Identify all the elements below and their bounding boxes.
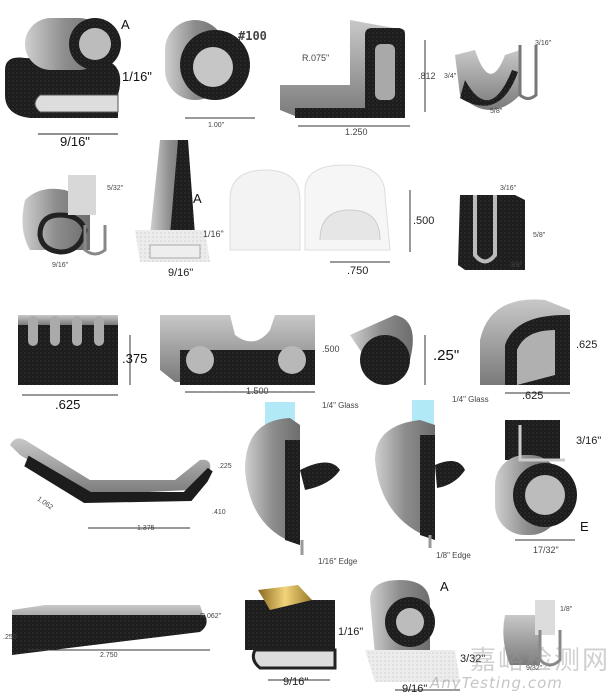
seal-e-width: 17/32" [533,545,559,555]
tube-tag: #100 [238,29,267,43]
seal-a2-height: 3/32" [460,653,486,665]
watermark-chinese: 嘉峪检测网 [470,646,611,676]
gold-trim-width: 9/16" [283,676,309,688]
seal-a-width: 9/16" [60,134,90,149]
ribbed-trim-height: 5/8" [533,232,546,239]
ribbed-block-profile [18,315,131,396]
double-d-width: .750 [347,265,369,277]
d-section-height: .625 [576,339,598,351]
bulb-trim-profile [22,175,107,256]
bulb-flap-height: .812 [418,71,436,81]
flat-strip-thickness: .250 [3,634,17,641]
seal-e-top: 3/16" [576,435,602,447]
flat-strip-radius: R.062" [200,613,222,620]
flat-strip-width: 2.750 [100,652,118,659]
gold-trim-height: 1/16" [338,626,364,638]
u-channel-height: 3/4" [444,73,457,80]
small-trim-profile [503,600,562,667]
seal-a2-width: 9/16" [402,683,428,695]
glass-seal-2-profile [375,400,465,548]
seal-a2-letter: A [440,579,449,594]
glass-seal-1-profile [245,402,340,555]
double-d-profile [229,164,411,263]
fin-seal-letter: A [193,191,202,206]
bulb-flap-radius: R.075" [302,53,330,63]
fin-seal-profile [135,140,210,262]
glass-seal-2-edge: 1/8" Edge [436,551,471,560]
d-section-width: .625 [522,390,544,402]
double-tube-profile [160,315,315,393]
ribbed-trim-top: 3/16" [500,185,517,192]
seal-a-height: 1/16" [122,69,152,84]
glass-seal-2-glass: 1/4" Glass [452,395,489,404]
v-channel-thickness: .225 [218,463,232,470]
cord-profile [350,315,426,385]
seal-a2-profile [365,580,460,691]
bulb-trim-width: 9/16" [52,262,69,269]
tube-100-profile [165,20,255,119]
seal-e-profile [495,420,577,541]
ribbed-trim-profile [458,195,525,270]
small-trim-top: 1/8" [560,606,573,613]
gold-trim-profile [245,585,337,681]
fin-seal-width: 9/16" [168,267,194,279]
double-d-height: .500 [413,215,435,227]
seal-a-letter: A [121,17,130,32]
seal-e-letter: E [580,519,589,534]
u-channel-top: 3/16" [535,40,552,47]
small-trim-width: 9/32" [526,665,543,672]
seal-a-profile [5,18,121,135]
v-channel-profile [10,438,213,529]
ribbed-block-width: .625 [55,397,81,412]
tube-diameter: 1.00" [208,122,225,129]
v-channel-lip: .410 [212,509,226,516]
cord-diameter: .25" [433,347,460,364]
ribbed-trim-width: 3/8" [510,262,523,269]
glass-seal-1-edge: 1/16" Edge [318,557,358,566]
fin-seal-height: 1/16" [203,229,224,239]
bulb-trim-top: 5/32" [107,185,124,192]
ribbed-block-height: .375 [122,351,148,366]
double-tube-height: .500 [322,344,340,354]
watermark-english: AnyTesting.com [430,674,563,692]
d-section-profile [480,299,570,394]
bulb-flap-width: 1.250 [345,127,368,137]
u-channel-width: 5/8" [490,108,503,115]
v-channel-base: 1.375 [137,525,155,532]
u-channel-profile [455,45,538,110]
bulb-flap-profile [280,20,426,127]
glass-seal-1-glass: 1/4" Glass [322,401,359,410]
flat-strip-profile [12,605,210,655]
double-tube-width: 1.500 [246,386,269,396]
